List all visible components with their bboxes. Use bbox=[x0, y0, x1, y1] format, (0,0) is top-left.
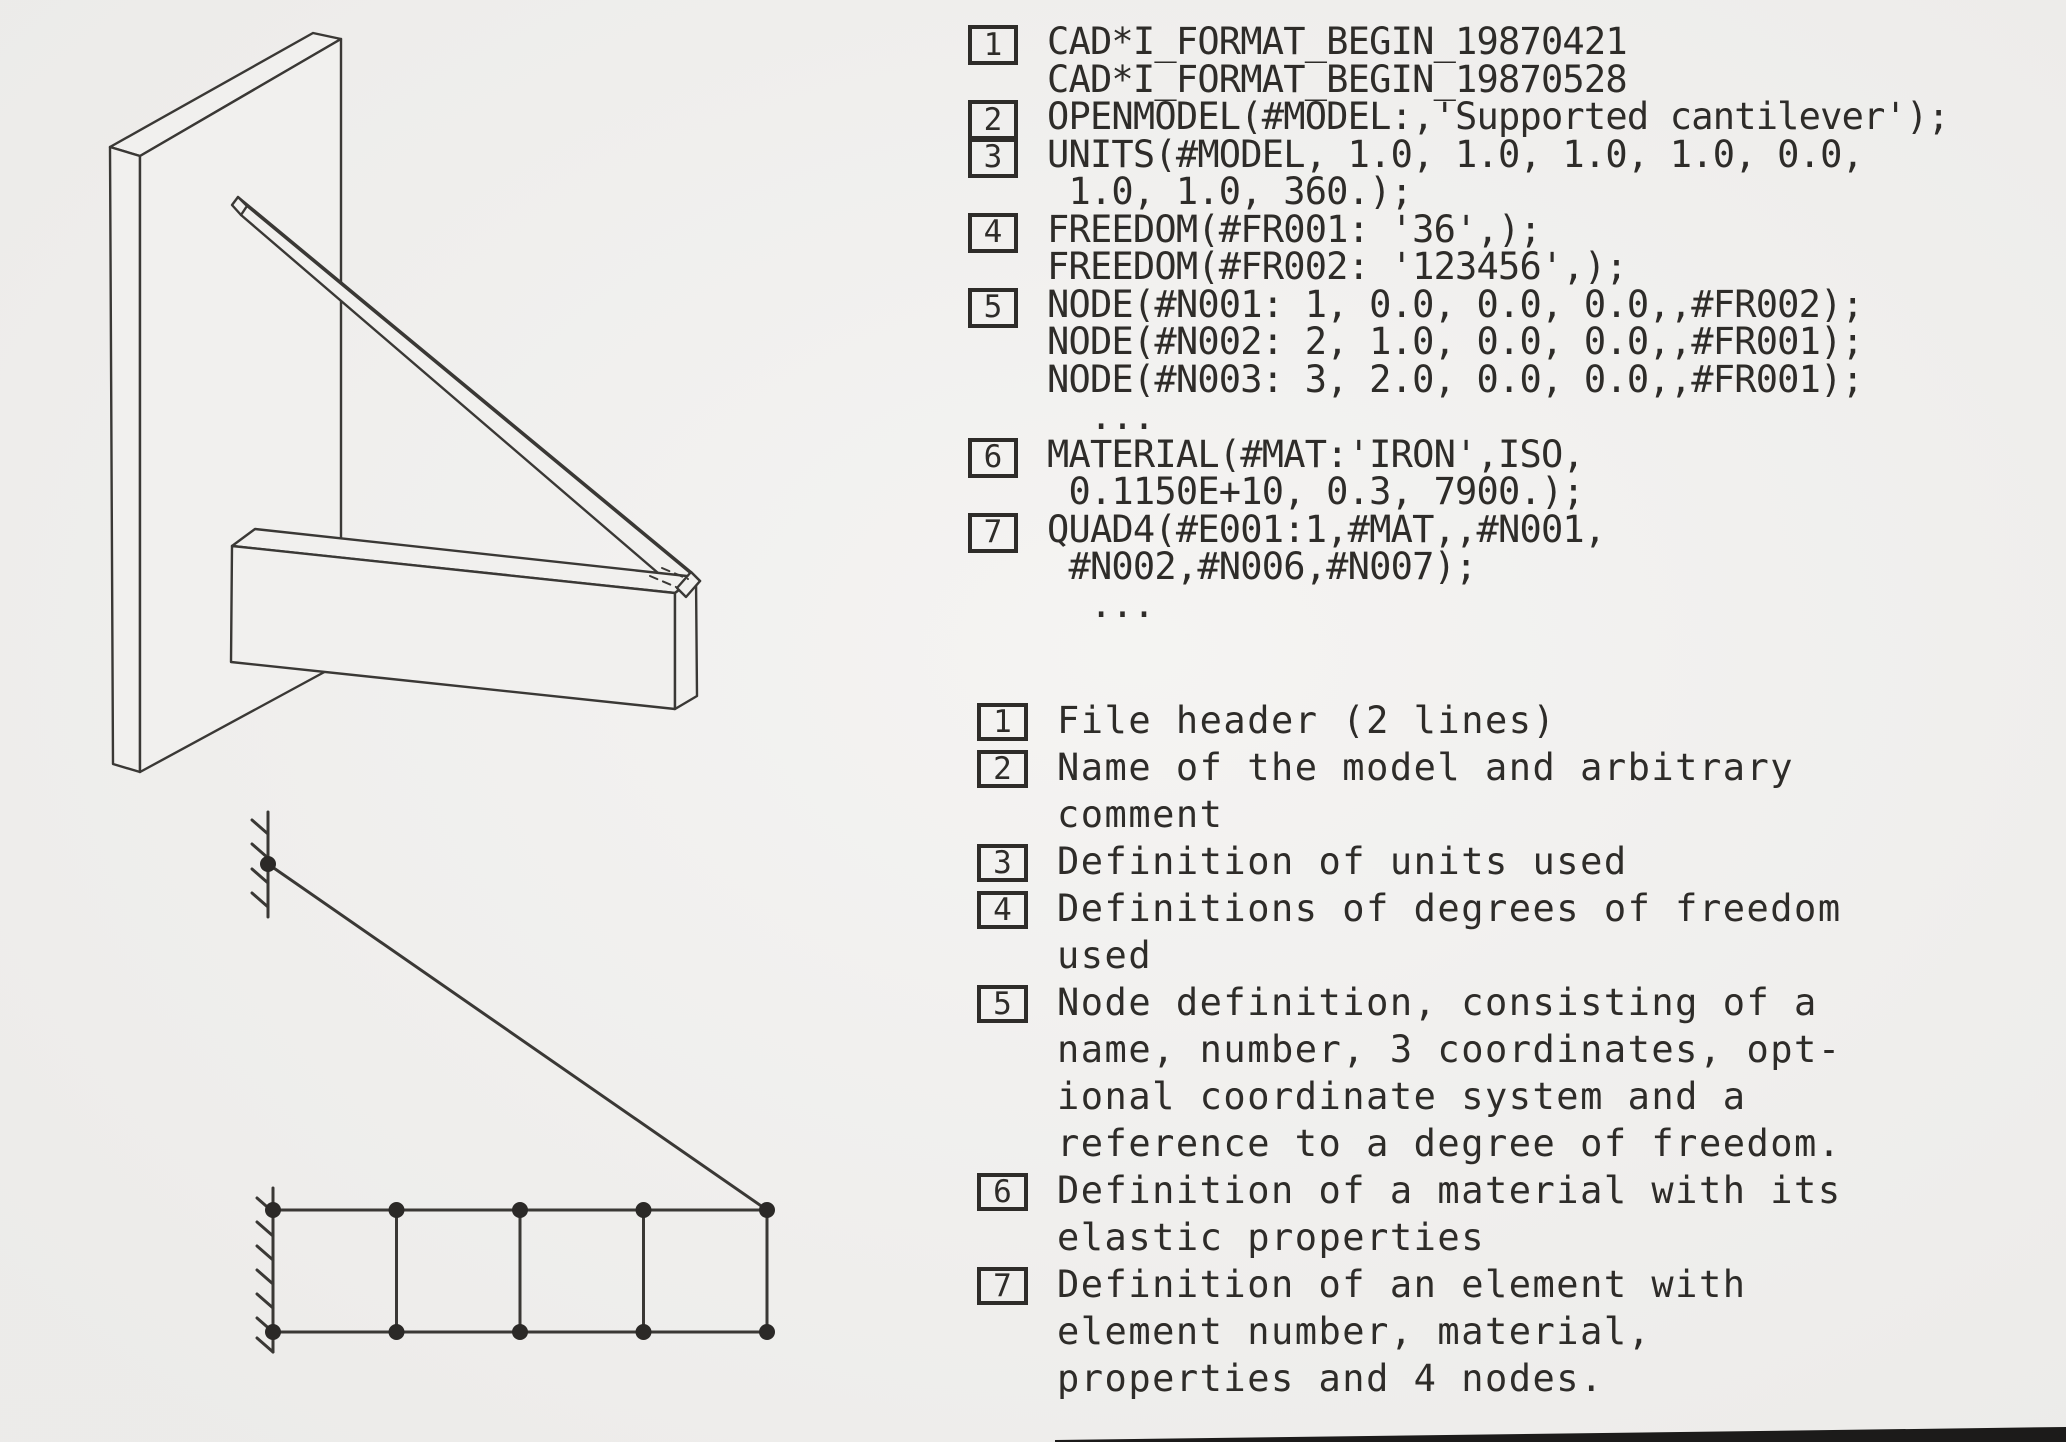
mesh-node bbox=[759, 1324, 775, 1340]
cantilever-beam-3d bbox=[229, 527, 699, 711]
legend-marker-2: 2 bbox=[977, 750, 1028, 788]
scan-artifact-bar bbox=[1055, 1427, 2066, 1442]
code-marker-6: 6 bbox=[968, 437, 1018, 478]
code-row: NODE(#N002: 2, 1.0, 0.0, 0.0,,#FR001); bbox=[950, 320, 2066, 362]
legend-line: Definitions of degrees of freedom bbox=[1057, 887, 1842, 930]
code-row: NODE(#N003: 3, 2.0, 0.0, 0.0,,#FR001); bbox=[950, 358, 2066, 399]
code-line: NODE(#N002: 2, 1.0, 0.0, 0.0,,#FR001); bbox=[1047, 320, 1864, 363]
truss-rod bbox=[266, 862, 769, 1212]
legend-marker-7: 7 bbox=[977, 1267, 1028, 1305]
code-line: ... bbox=[1047, 395, 1155, 438]
legend-row: comment bbox=[950, 789, 2066, 836]
mesh-node bbox=[260, 856, 276, 872]
legend-line: ional coordinate system and a bbox=[1057, 1075, 1747, 1118]
legend-row: 2 Name of the model and arbitrary bbox=[950, 742, 2066, 789]
mesh-nodes bbox=[260, 856, 775, 1340]
code-marker-5: 5 bbox=[968, 287, 1018, 328]
code-marker-1: 1 bbox=[968, 25, 1018, 65]
legend-row: element number, material, bbox=[950, 1306, 2066, 1353]
legend-row: 3 Definition of units used bbox=[950, 836, 2066, 883]
code-line: FREEDOM(#FR001: '36',); bbox=[1047, 207, 1542, 251]
legend-marker-5: 5 bbox=[977, 985, 1028, 1023]
code-line: NODE(#N001: 1, 0.0, 0.0, 0.0,,#FR002); bbox=[1047, 282, 1864, 326]
legend-marker-3: 3 bbox=[977, 844, 1028, 882]
code-line: QUAD4(#E001:1,#MAT,,#N001, bbox=[1047, 507, 1606, 551]
legend-line: Definition of a material with its bbox=[1057, 1169, 1842, 1212]
mesh-node bbox=[388, 1324, 405, 1340]
code-line: OPENMODEL(#MODEL:,'Supported cantilever'… bbox=[1047, 95, 1950, 138]
code-row: 1.0, 1.0, 360.); bbox=[950, 170, 2066, 212]
legend-line: properties and 4 nodes. bbox=[1057, 1357, 1604, 1400]
legend-row: 1 File header (2 lines) bbox=[950, 695, 2066, 742]
code-row: FREEDOM(#FR002: '123456',); bbox=[950, 245, 2066, 287]
mesh-node bbox=[265, 1202, 281, 1218]
legend-row: 6 Definition of a material with its bbox=[950, 1165, 2066, 1212]
mesh-node bbox=[388, 1202, 405, 1218]
legend-row: 7 Definition of an element with bbox=[950, 1259, 2066, 1306]
legend-row: used bbox=[950, 930, 2066, 977]
legend-line: Name of the model and arbitrary bbox=[1057, 746, 1795, 789]
mesh-node bbox=[635, 1202, 652, 1218]
mesh-node bbox=[759, 1202, 775, 1218]
code-row: 4 FREEDOM(#FR001: '36',); bbox=[950, 208, 2066, 253]
code-row: 3 UNITS(#MODEL, 1.0, 1.0, 1.0, 1.0, 0.0, bbox=[950, 133, 2066, 178]
quad-mesh bbox=[271, 1208, 769, 1334]
legend-line: element number, material, bbox=[1057, 1310, 1652, 1353]
code-line: CAD*I_FORMAT_BEGIN_19870421 bbox=[1047, 20, 1628, 63]
legend-line: used bbox=[1057, 934, 1153, 977]
code-line: 0.1150E+10, 0.3, 7900.); bbox=[1047, 470, 1584, 513]
code-row: 1 CAD*I_FORMAT_BEGIN_19870421 bbox=[950, 20, 2066, 65]
legend-row: 5 Node definition, consisting of a bbox=[950, 977, 2066, 1024]
legend-line: Definition of units used bbox=[1057, 840, 1628, 883]
code-row: CAD*I_FORMAT_BEGIN_19870528 bbox=[950, 58, 2066, 99]
code-marker-4: 4 bbox=[968, 212, 1018, 253]
fe-model-2d bbox=[250, 810, 775, 1354]
legend-line: elastic properties bbox=[1057, 1216, 1485, 1259]
legend-row: reference to a degree of freedom. bbox=[950, 1118, 2066, 1165]
code-row: #N002,#N006,#N007); bbox=[950, 545, 2066, 587]
legend-row: name, number, 3 coordinates, opt- bbox=[950, 1024, 2066, 1071]
code-line: UNITS(#MODEL, 1.0, 1.0, 1.0, 1.0, 0.0, bbox=[1047, 132, 1864, 176]
legend-row: ional coordinate system and a bbox=[950, 1071, 2066, 1118]
code-row: 6 MATERIAL(#MAT:'IRON',ISO, bbox=[950, 433, 2066, 478]
code-row: 5 NODE(#N001: 1, 0.0, 0.0, 0.0,,#FR002); bbox=[950, 283, 2066, 328]
hidden-edge-dashes bbox=[649, 567, 689, 588]
code-marker-3: 3 bbox=[968, 137, 1018, 178]
code-marker-7: 7 bbox=[968, 512, 1018, 553]
legend-line: name, number, 3 coordinates, opt- bbox=[1057, 1028, 1842, 1071]
legend-row: 4 Definitions of degrees of freedom bbox=[950, 883, 2066, 930]
code-line: ... bbox=[1047, 582, 1155, 626]
mesh-node bbox=[512, 1324, 528, 1340]
legend-line: comment bbox=[1057, 793, 1224, 836]
code-row: ... bbox=[950, 395, 2066, 437]
legend-line: Node definition, consisting of a bbox=[1057, 981, 1818, 1024]
legend-marker-6: 6 bbox=[977, 1173, 1028, 1211]
mesh-node bbox=[512, 1202, 528, 1218]
legend-row: elastic properties bbox=[950, 1212, 2066, 1259]
mesh-node bbox=[635, 1324, 652, 1340]
code-line: 1.0, 1.0, 360.); bbox=[1047, 170, 1413, 213]
legend: 1 File header (2 lines) 2 Name of the model… bbox=[950, 695, 2066, 1400]
brace-end-face bbox=[675, 570, 702, 599]
mesh-node bbox=[265, 1324, 281, 1340]
legend-line: File header (2 lines) bbox=[1057, 699, 1557, 742]
code-row: 0.1150E+10, 0.3, 7900.); bbox=[950, 470, 2066, 512]
code-row: 7 QUAD4(#E001:1,#MAT,,#N001, bbox=[950, 508, 2066, 553]
code-line: FREEDOM(#FR002: '123456',); bbox=[1047, 245, 1628, 288]
code-row: ... bbox=[950, 583, 2066, 624]
legend-marker-4: 4 bbox=[977, 891, 1028, 929]
code-line: CAD*I_FORMAT_BEGIN_19870528 bbox=[1047, 57, 1628, 101]
legend-marker-1: 1 bbox=[977, 703, 1028, 741]
cantilever-3d-model bbox=[108, 31, 702, 774]
code-line: #N002,#N006,#N007); bbox=[1047, 545, 1477, 588]
legend-line: Definition of an element with bbox=[1057, 1263, 1747, 1306]
legend-line: reference to a degree of freedom. bbox=[1057, 1122, 1842, 1165]
code-line: NODE(#N003: 3, 2.0, 0.0, 0.0,,#FR001); bbox=[1047, 357, 1864, 401]
code-line: MATERIAL(#MAT:'IRON',ISO, bbox=[1047, 432, 1585, 476]
legend-row: properties and 4 nodes. bbox=[950, 1353, 2066, 1400]
